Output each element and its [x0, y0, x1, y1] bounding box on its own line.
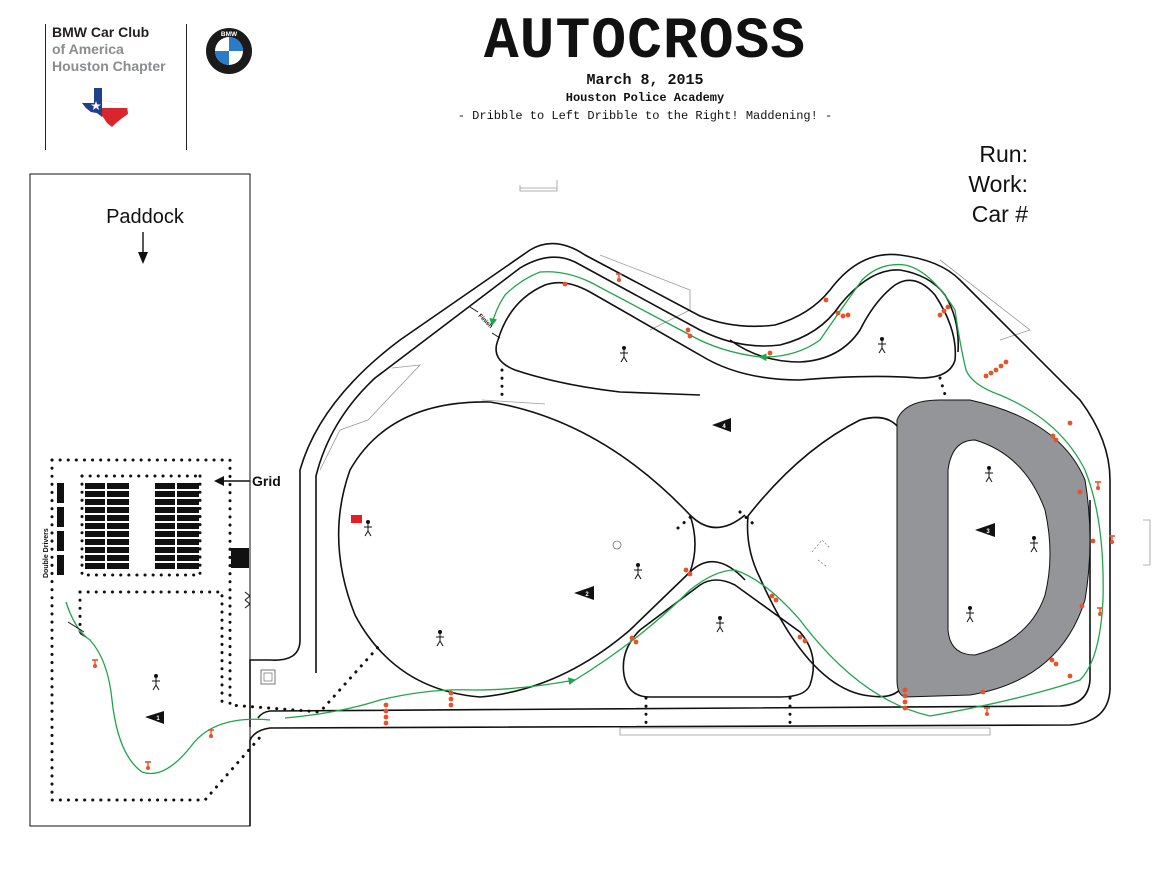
club-name-line1: BMW Car Club [52, 24, 150, 40]
event-tagline: - Dribble to Left Dribble to the Right! … [457, 109, 833, 123]
driving-line [65, 601, 271, 775]
station-1-label: 1 [156, 716, 160, 722]
red-flag [351, 515, 362, 523]
grid-stalls [57, 483, 249, 575]
event-venue: Houston Police Academy [565, 91, 725, 105]
club-name-line2: of America [52, 41, 124, 57]
car-number-label: Car # [971, 201, 1028, 227]
station-markers: 1 2 3 4 [145, 418, 995, 724]
double-drivers-label: Double Drivers [43, 528, 50, 578]
bmw-logo-text: BMW [221, 31, 238, 38]
club-logo-block: BMW Car Club of America Houston Chapter [45, 24, 187, 150]
lower-island [622, 579, 815, 698]
texas-flag-icon [82, 88, 128, 127]
left-circle [337, 401, 696, 698]
work-label: Work: [968, 171, 1028, 197]
station-4-label: 4 [722, 424, 726, 430]
track-inner-edge [257, 500, 1091, 719]
grid-label: Grid [252, 473, 281, 489]
station-2-label: 2 [585, 592, 589, 598]
track-outer-edge [249, 242, 1111, 826]
club-name-line3: Houston Chapter [52, 58, 166, 74]
paddock-label: Paddock [106, 206, 185, 228]
finish-label: Finish [477, 313, 494, 330]
upper-island [497, 279, 957, 381]
bmw-logo-icon: BMW [206, 28, 252, 74]
cones [383, 281, 1096, 726]
paddock-area [29, 173, 251, 827]
lot-outlines [319, 180, 1151, 736]
run-label: Run: [979, 141, 1028, 167]
page-title: AUTOCROSS [483, 10, 807, 75]
event-date: March 8, 2015 [586, 72, 704, 89]
station-3-label: 3 [986, 529, 990, 535]
right-pocket [746, 416, 906, 698]
grid-boundary [50, 368, 948, 802]
